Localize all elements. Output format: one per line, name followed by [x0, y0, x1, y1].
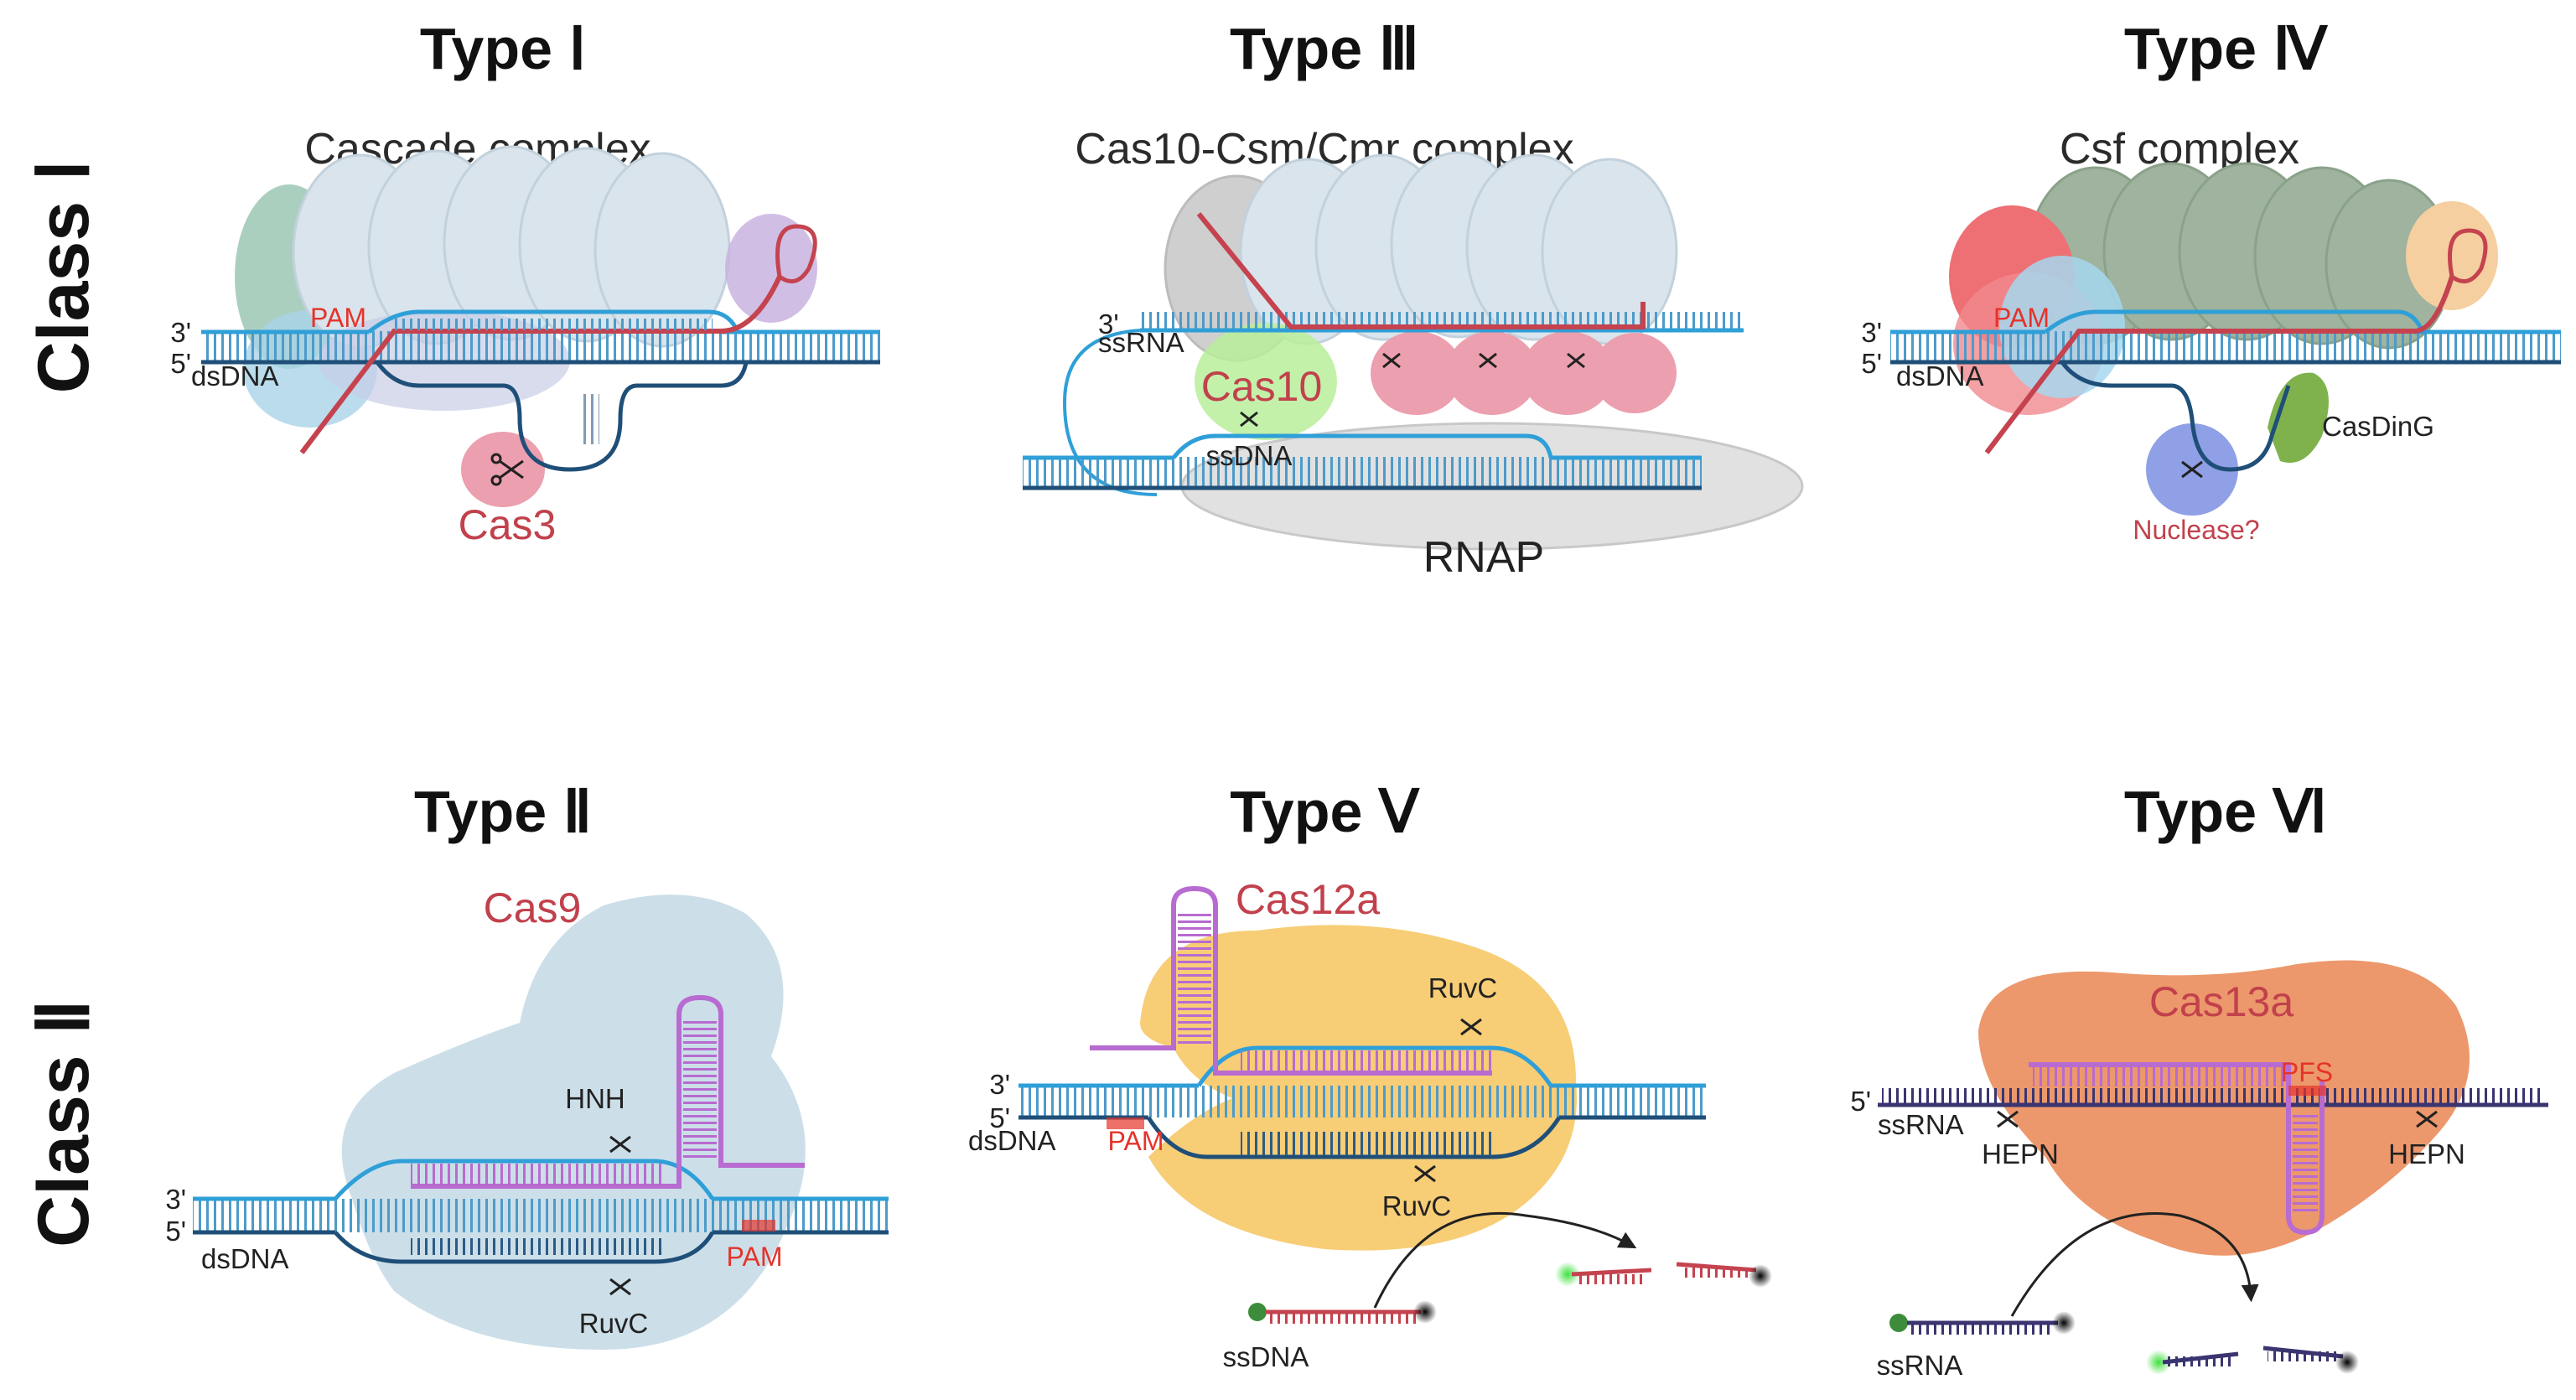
pfs-label: PFS	[2281, 1057, 2333, 1087]
scissors-icon	[1997, 1110, 2438, 1128]
type1-pam-label: PAM	[310, 303, 366, 333]
rnap-label: RNAP	[1423, 533, 1544, 582]
type-1-title: Type Ⅰ	[420, 16, 586, 81]
type2-dsdna-label: dsDNA	[201, 1243, 289, 1274]
cas9-label: Cas9	[484, 884, 582, 931]
type4-5prime-label: 5'	[1861, 348, 1882, 379]
type6-ssrna-bottom-label: ssRNA	[1877, 1350, 1963, 1381]
type5-5prime-label: 5'	[989, 1102, 1010, 1133]
type2-5prime-label: 5'	[165, 1216, 186, 1247]
type-2-title: Type Ⅱ	[414, 779, 592, 844]
type2-ruvc-label: RuvC	[579, 1308, 649, 1339]
type-4-panel: Csf complex 3' 5' dsDNA PAM CasDinG Nucl…	[1861, 125, 2561, 545]
hnh-label: HNH	[565, 1083, 625, 1114]
type3-ssrna-label: ssRNA	[1098, 327, 1184, 358]
scissors-icon	[1414, 1018, 1482, 1183]
type-4-title: Type Ⅳ	[2124, 16, 2329, 81]
type-6-panel: Cas13a PFS 5' ssRNA HEPN HEPN ssRNA	[1850, 960, 2548, 1381]
nuclease-label: Nuclease?	[2133, 515, 2259, 545]
type-5-title: Type Ⅴ	[1230, 779, 1420, 844]
type-2-panel: Cas9 HNH RuvC 3' 5' dsDNA PAM	[165, 884, 889, 1350]
cas13a-protein	[1978, 960, 2470, 1256]
hepn-right-label: HEPN	[2388, 1138, 2465, 1169]
type1-3prime-label: 3'	[170, 317, 191, 348]
type6-ssrna-label: ssRNA	[1878, 1109, 1964, 1140]
scissors-icon	[490, 453, 524, 486]
type5-pam-label: PAM	[1108, 1126, 1164, 1156]
type6-5prime-label: 5'	[1850, 1086, 1871, 1117]
type4-dsdna-label: dsDNA	[1896, 360, 1984, 391]
type-5-panel: Cas12a RuvC RuvC 3' 5' dsDNA PAM	[968, 876, 1772, 1372]
cas13a-label: Cas13a	[2149, 978, 2294, 1025]
type5-ssdna-label: ssDNA	[1223, 1341, 1309, 1372]
type5-dsdna-label: dsDNA	[968, 1125, 1056, 1156]
type2-3prime-label: 3'	[165, 1184, 186, 1215]
type-3-title: Type Ⅲ	[1230, 16, 1419, 81]
type1-5prime-label: 5'	[170, 348, 191, 379]
type3-ssdna-label: ssDNA	[1206, 440, 1293, 471]
type5-ruvc-bottom-label: RuvC	[1382, 1190, 1452, 1221]
type5-ruvc-top-label: RuvC	[1428, 972, 1498, 1003]
cas3-label: Cas3	[459, 501, 557, 548]
cas9-protein	[341, 894, 806, 1350]
hepn-left-label: HEPN	[1982, 1138, 2059, 1169]
type5-3prime-label: 3'	[989, 1069, 1010, 1100]
cas12a-label: Cas12a	[1236, 876, 1381, 923]
type2-pam-label: PAM	[727, 1242, 783, 1272]
type1-dsdna-label: dsDNA	[191, 360, 279, 391]
cas10-label: Cas10	[1201, 363, 1323, 410]
type-6-title: Type Ⅵ	[2124, 779, 2327, 844]
type-3-panel: Cas10-Csm/Cmr complex 3' ssRN	[1023, 125, 1804, 582]
casding-label: CasDinG	[2322, 411, 2434, 442]
scissors-icon	[2181, 460, 2203, 479]
type3-3prime-label: 3'	[1098, 309, 1119, 340]
type4-pam-label: PAM	[1993, 303, 2050, 333]
class-1-label: Class Ⅰ	[23, 160, 104, 394]
scissors-icon	[1240, 352, 1585, 428]
type-1-panel: Cascade complex 3' 5' dsDNA PAM Cas	[170, 125, 880, 548]
type4-3prime-label: 3'	[1861, 317, 1882, 348]
class-2-label: Class Ⅱ	[23, 999, 104, 1247]
scissors-icon	[609, 1135, 631, 1296]
